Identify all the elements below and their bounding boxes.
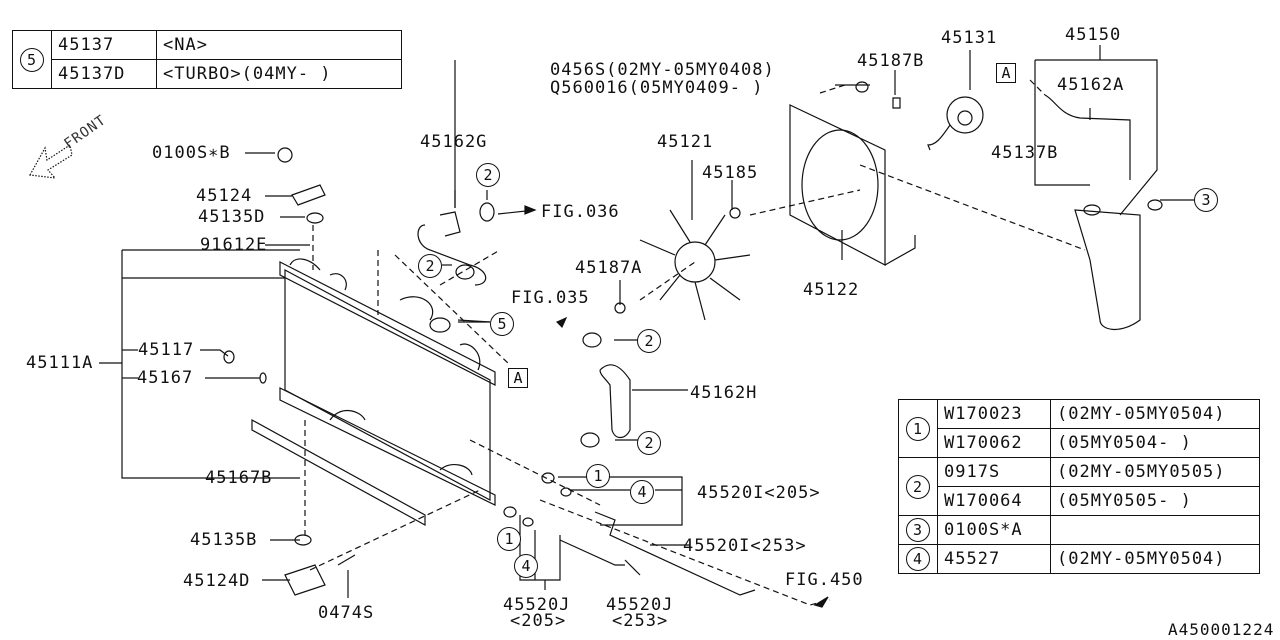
part-number[interactable]: 0917S xyxy=(937,457,1051,487)
part-label-0474s[interactable]: 0474S xyxy=(318,603,375,623)
callout-table-5: 5 45137 <NA> 45137D <TURBO>(04MY- ) xyxy=(12,30,402,89)
part-note: (02MY-05MY0505) xyxy=(1050,457,1260,487)
part-label-0456s[interactable]: 0456S(02MY-05MY0408) xyxy=(550,60,775,80)
part-label-45520j-253-variant: <253> xyxy=(612,611,669,631)
part-number[interactable]: 45137 xyxy=(51,30,157,60)
fig-arrows xyxy=(524,205,829,608)
table-row: 1 W170023 (02MY-05MY0504) xyxy=(898,399,1260,458)
part-label-45187a[interactable]: 45187A xyxy=(575,258,643,278)
part-label-45185[interactable]: 45185 xyxy=(702,163,759,183)
part-label-45124d[interactable]: 45124D xyxy=(183,571,251,591)
part-label-45167[interactable]: 45167 xyxy=(137,368,194,388)
part-note: (02MY-05MY0504) xyxy=(1050,399,1260,429)
seal-strip xyxy=(251,418,426,527)
part-note: <TURBO>(04MY- ) xyxy=(156,59,402,89)
callout-table-main: 1 W170023 (02MY-05MY0504) W170062 (05MY0… xyxy=(898,399,1260,574)
part-label-45137b[interactable]: 45137B xyxy=(991,143,1059,163)
fig-ref-036[interactable]: FIG.036 xyxy=(541,202,620,222)
table-row: 4 45527 (02MY-05MY0504) xyxy=(898,544,1260,574)
part-label-45122[interactable]: 45122 xyxy=(803,280,860,300)
fan-motor-45131 xyxy=(927,96,984,151)
part-label-91612e[interactable]: 91612E xyxy=(200,235,268,255)
reservoir-tank-45150 xyxy=(1044,94,1141,330)
diagram-id: A450001224 xyxy=(1168,620,1275,639)
part-label-45162h[interactable]: 45162H xyxy=(690,383,758,403)
callout-2[interactable]: 2 xyxy=(637,431,661,455)
fig-ref-450[interactable]: FIG.450 xyxy=(785,570,864,590)
part-label-45520j-205[interactable]: 45520J xyxy=(503,595,571,615)
radiator-core xyxy=(279,258,496,506)
callout-marker-2: 2 xyxy=(906,474,930,499)
overflow-hoses xyxy=(559,511,756,596)
callout-4[interactable]: 4 xyxy=(630,480,654,504)
part-label-45135b[interactable]: 45135B xyxy=(190,530,258,550)
part-number[interactable]: W170064 xyxy=(937,486,1051,516)
part-label-45131[interactable]: 45131 xyxy=(941,28,998,48)
part-note: (05MY0505- ) xyxy=(1050,486,1260,516)
part-label-45111a[interactable]: 45111A xyxy=(26,353,94,373)
table-row: W170064 (05MY0505- ) xyxy=(899,486,1260,516)
part-number[interactable]: 45527 xyxy=(937,544,1051,574)
part-label-45162g[interactable]: 45162G xyxy=(420,132,488,152)
fan-shroud-45122 xyxy=(789,104,916,266)
reference-marker-a: A xyxy=(996,63,1016,83)
part-label-45135d[interactable]: 45135D xyxy=(198,207,266,227)
fan-45121 xyxy=(639,209,751,321)
part-label-45520i-205[interactable]: 45520I<205> xyxy=(697,483,821,503)
small-parts xyxy=(223,81,1163,596)
part-label-45162a[interactable]: 45162A xyxy=(1057,75,1125,95)
part-label-45121[interactable]: 45121 xyxy=(657,132,714,152)
front-arrow-icon xyxy=(29,144,73,179)
callout-2[interactable]: 2 xyxy=(418,254,442,278)
callout-3[interactable]: 3 xyxy=(1194,188,1218,212)
part-number[interactable]: W170023 xyxy=(937,399,1051,429)
callout-marker-1: 1 xyxy=(906,416,930,441)
reference-marker-a: A xyxy=(508,368,528,388)
hose-upper-45162g xyxy=(417,211,487,286)
part-label-45187b[interactable]: 45187B xyxy=(857,51,925,71)
callout-4[interactable]: 4 xyxy=(514,554,538,578)
hose-lower-45162h xyxy=(599,364,631,439)
part-number[interactable]: 45137D xyxy=(51,59,157,89)
callout-2[interactable]: 2 xyxy=(637,329,661,353)
table-row: 45137D <TURBO>(04MY- ) xyxy=(13,59,402,89)
part-number[interactable]: W170062 xyxy=(937,428,1051,458)
callout-marker-4: 4 xyxy=(906,547,930,571)
part-note: (05MY0504- ) xyxy=(1050,428,1260,458)
callout-marker-5: 5 xyxy=(20,47,44,72)
callout-marker-3: 3 xyxy=(906,518,930,542)
fig-ref-035[interactable]: FIG.035 xyxy=(511,288,590,308)
table-row: 3 0100S*A xyxy=(898,515,1260,545)
part-label-45150[interactable]: 45150 xyxy=(1065,25,1122,45)
part-label-0100s-b[interactable]: 0100S∗B xyxy=(152,143,231,163)
callout-1[interactable]: 1 xyxy=(497,527,521,551)
part-label-45117[interactable]: 45117 xyxy=(138,340,195,360)
part-label-45520i-253[interactable]: 45520I<253> xyxy=(683,536,807,556)
part-label-45520j-205-variant: <205> xyxy=(510,611,567,631)
part-label-45124[interactable]: 45124 xyxy=(196,186,253,206)
table-row: 2 0917S (02MY-05MY0505) xyxy=(898,457,1260,516)
part-label-q560016[interactable]: Q560016(05MY0409- ) xyxy=(550,78,764,98)
table-row: W170062 (05MY0504- ) xyxy=(899,428,1260,458)
table-row: 5 45137 <NA> xyxy=(12,30,402,89)
callout-5[interactable]: 5 xyxy=(490,312,514,336)
callout-2[interactable]: 2 xyxy=(476,163,500,187)
part-note xyxy=(1050,515,1260,545)
callout-1[interactable]: 1 xyxy=(586,464,610,488)
part-number[interactable]: 0100S*A xyxy=(937,515,1051,545)
part-note: <NA> xyxy=(156,30,402,60)
part-label-45520j-253[interactable]: 45520J xyxy=(606,595,674,615)
part-label-45167b[interactable]: 45167B xyxy=(205,468,273,488)
part-note: (02MY-05MY0504) xyxy=(1050,544,1260,574)
